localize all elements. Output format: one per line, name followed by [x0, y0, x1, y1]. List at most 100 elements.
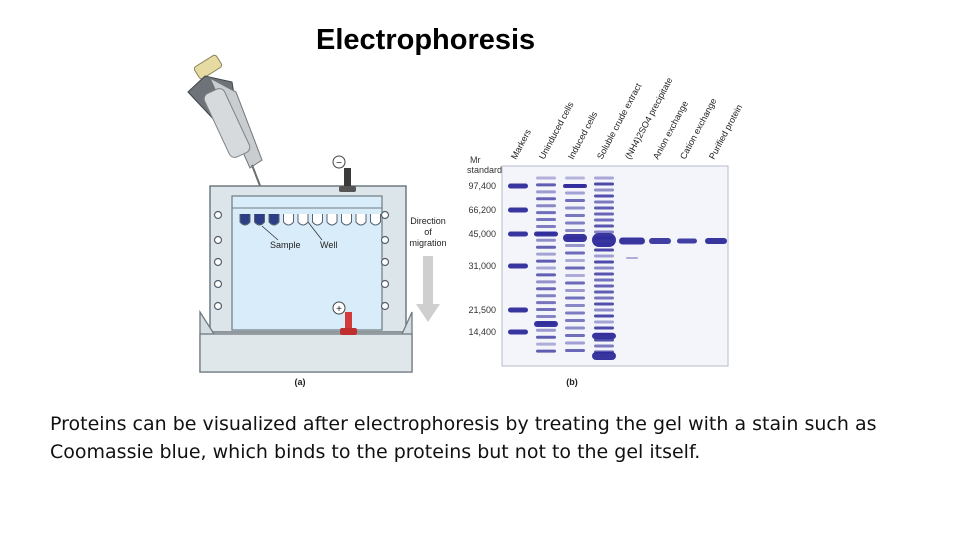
protein-band [565, 349, 585, 352]
lane-label: Markers [509, 127, 533, 161]
protein-band [565, 311, 585, 315]
protein-band [536, 314, 556, 318]
protein-band [594, 206, 614, 210]
protein-band [536, 238, 556, 242]
tank-screws [213, 210, 390, 311]
protein-band [565, 266, 585, 270]
protein-band [594, 194, 614, 198]
loaded-well [239, 214, 251, 226]
protein-band [536, 183, 556, 187]
protein-band [536, 204, 556, 208]
protein-band [536, 280, 556, 284]
protein-band [536, 252, 556, 256]
protein-band [594, 320, 614, 324]
lane-label: Induced cells [566, 109, 600, 161]
protein-band [536, 218, 556, 222]
mw-marker-label: 14,400 [468, 327, 496, 337]
protein-band [594, 212, 614, 216]
protein-band [565, 281, 585, 285]
protein-band [536, 273, 556, 277]
direction-label-1: Direction [410, 216, 446, 226]
protein-band [594, 248, 614, 252]
protein-band [594, 302, 614, 306]
protein-band [508, 329, 528, 335]
migration-arrow-icon [416, 256, 440, 322]
protein-band [594, 326, 614, 330]
protein-band [594, 176, 614, 180]
empty-well [297, 214, 309, 226]
gel-wells [239, 214, 381, 226]
mw-marker-label: 66,200 [468, 205, 496, 215]
protein-band [536, 259, 556, 263]
protein-band [594, 266, 614, 270]
protein-band [536, 190, 556, 194]
well-label: Well [320, 240, 337, 250]
protein-band [594, 272, 614, 276]
protein-band [594, 218, 614, 222]
protein-band [565, 199, 585, 202]
anode-terminal: + [332, 301, 357, 335]
protein-band [649, 238, 671, 244]
empty-well [312, 214, 323, 226]
protein-band [594, 224, 614, 228]
protein-band [536, 266, 556, 270]
protein-bands [508, 176, 727, 360]
caption-line-1: Proteins can be visualized after electro… [50, 413, 877, 435]
mw-marker-label: 45,000 [468, 229, 496, 239]
protein-band [508, 231, 528, 237]
screw-icon [380, 257, 390, 267]
protein-band [536, 301, 556, 305]
protein-band [594, 344, 614, 348]
cathode-symbol: − [336, 158, 342, 169]
slide-title: Electrophoresis [316, 24, 536, 56]
protein-band [592, 233, 616, 247]
slide-caption: Proteins can be visualized after electro… [50, 410, 920, 466]
protein-band [565, 289, 585, 292]
protein-band [534, 231, 558, 237]
caption-line-2: Coomassie blue, which binds to the prote… [50, 441, 701, 463]
protein-band [565, 191, 585, 195]
protein-band [677, 238, 697, 244]
empty-well [283, 214, 294, 226]
panel-a-apparatus: − + Sample Well Direction of migration (… [187, 54, 447, 387]
protein-band [594, 188, 614, 192]
screw-icon [380, 235, 390, 245]
protein-band [534, 321, 558, 327]
protein-band [565, 176, 585, 180]
protein-band [594, 200, 614, 204]
protein-band [594, 314, 614, 318]
screw-icon [380, 301, 390, 311]
protein-band [508, 207, 528, 213]
protein-band [508, 307, 528, 313]
protein-band [619, 237, 645, 245]
screw-icon [213, 279, 223, 289]
protein-band [594, 182, 614, 186]
screw-icon [213, 210, 223, 220]
protein-band [565, 304, 585, 307]
protein-band [594, 308, 614, 312]
protein-band [565, 244, 585, 247]
empty-well [370, 214, 381, 226]
protein-band [565, 221, 585, 225]
protein-band [565, 341, 585, 345]
protein-band [536, 328, 556, 332]
loaded-well [268, 214, 280, 226]
mw-marker-label: 97,400 [468, 181, 496, 191]
protein-band [594, 296, 614, 300]
screw-icon [380, 210, 390, 220]
direction-label-2: of [424, 227, 432, 237]
protein-band [508, 183, 528, 189]
empty-well [326, 214, 338, 226]
anode-symbol: + [336, 304, 342, 315]
screw-icon [213, 257, 223, 267]
protein-band [536, 197, 556, 201]
sample-label: Sample [270, 240, 301, 250]
protein-band [565, 214, 585, 217]
panel-a-label: (a) [295, 377, 306, 387]
protein-band [536, 245, 556, 249]
protein-band [536, 224, 556, 228]
screw-icon [213, 235, 223, 245]
panel-b-gel: Mr standards 97,40066,20045,00031,00021,… [467, 76, 744, 387]
protein-band [565, 326, 585, 330]
